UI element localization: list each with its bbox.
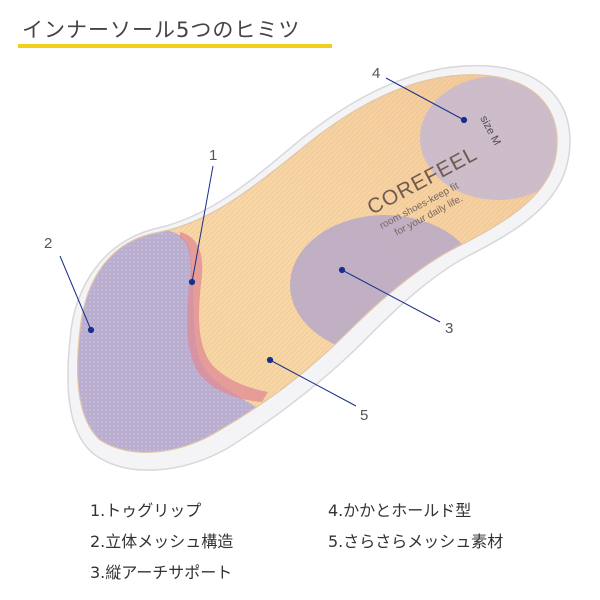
callout-line-2 — [59, 255, 92, 331]
callout-dot-4 — [460, 116, 468, 124]
legend-item-1: 1.トゥグリップ — [90, 501, 202, 520]
callout-dot-1 — [188, 278, 196, 286]
callout-dot-2 — [87, 326, 95, 334]
callout-line-3 — [341, 269, 441, 323]
callout-dot-3 — [338, 266, 346, 274]
callout-line-1 — [191, 165, 214, 283]
heel-cup-area — [420, 76, 558, 200]
callout-dot-5 — [266, 356, 274, 364]
callout-number-4: 4 — [372, 65, 380, 82]
title-underline — [18, 44, 332, 48]
legend-item-3: 3.縦アーチサポート — [90, 563, 233, 582]
callout-number-5: 5 — [360, 407, 368, 424]
legend-item-2: 2.立体メッシュ構造 — [90, 532, 234, 551]
callout-number-2: 2 — [44, 235, 52, 252]
callout-number-1: 1 — [209, 147, 217, 164]
legend-item-5: 5.さらさらメッシュ素材 — [328, 532, 504, 551]
toe-grip-ridge — [180, 232, 268, 402]
legend-item-4: 4.かかとホールド型 — [328, 501, 472, 520]
callout-number-3: 3 — [445, 320, 453, 337]
page-title: インナーソール5つのヒミツ — [22, 18, 301, 42]
callout-line-4 — [385, 77, 465, 121]
callout-line-5 — [269, 359, 357, 407]
